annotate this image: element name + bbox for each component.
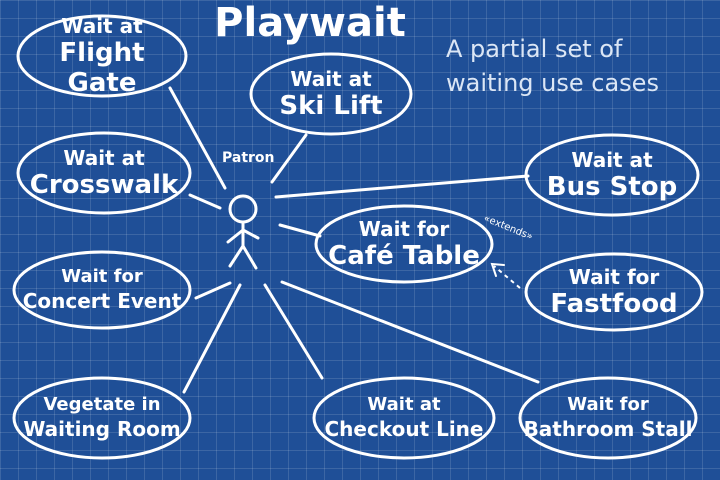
use-case-concert-event: Wait for Concert Event [16,254,188,326]
use-case-line1: Wait at [571,148,653,172]
use-case-ski-lift: Wait at Ski Lift [255,58,407,130]
assoc-concert-event [194,281,232,300]
actor-label: Patron [222,150,275,166]
use-case-line2: Bathroom Stall [523,417,693,441]
assoc-flight-gate [168,86,227,190]
diagram-title: Playwait [214,0,406,46]
use-case-line2: Checkout Line [324,417,484,441]
use-case-bathroom-stall: Wait for Bathroom Stall [522,382,694,454]
diagram-note: A partial set of waiting use cases [446,35,659,97]
use-case-line2: Waiting Room [23,417,181,441]
use-case-line1: Wait for [568,265,660,289]
use-case-line2: Bus Stop [546,172,678,202]
use-case-line2: Café Table [328,241,480,271]
use-case-checkout-line: Wait at Checkout Line [318,382,490,454]
assoc-crosswalk [188,193,222,210]
use-case-bus-stop: Wait at Bus Stop [530,139,694,211]
ellipse-bathroom-stall [518,376,698,460]
assoc-bus-stop [274,174,530,199]
use-case-line1: Wait at [290,67,372,91]
use-case-line1: Wait at [367,394,441,415]
use-case-line1: Vegetate in [43,394,161,415]
actor-arm-right [241,228,260,240]
extends-arrowhead [490,262,505,277]
use-case-line2: Crosswalk [29,170,179,200]
actor-arm-left [226,228,245,244]
ellipse-fastfood [524,252,704,332]
assoc-ski-lift [270,133,308,184]
association-lines [168,86,540,394]
use-case-line2: Concert Event [22,289,182,313]
actor-leg-left [228,244,245,268]
use-case-line1: Wait for [358,217,450,241]
use-case-line1: Wait for [567,394,649,415]
ellipse-bus-stop [524,133,700,217]
assoc-bathroom-stall [280,280,540,384]
use-case-fastfood: Wait for Fastfood [530,256,698,328]
actor-leg-right [241,244,258,270]
use-case-line2: Fastfood [550,289,678,319]
use-case-line1: Wait at [63,146,145,170]
use-case-waiting-room: Vegetate in Waiting Room [16,382,188,454]
assoc-waiting-room [182,283,242,394]
use-case-line1: Wait for [61,266,143,287]
use-case-line1: Wait at [61,14,143,38]
use-case-line2: Flight Gate [59,38,145,98]
ellipse-ski-lift [249,52,413,136]
use-case-cafe-table: Wait for Café Table [320,208,488,280]
ellipse-crosswalk [16,131,192,215]
extends-arrow [493,265,521,289]
use-case-flight-gate: Wait at Flight Gate [24,14,180,98]
assoc-checkout-line [263,283,324,380]
use-case-line2: Ski Lift [279,91,383,121]
actor-stick-figure [226,194,260,270]
assoc-cafe-table [278,223,322,238]
use-case-crosswalk: Wait at Crosswalk [22,137,186,209]
ellipse-cafe-table [314,204,494,284]
ellipse-waiting-room [12,376,192,460]
actor-head [228,194,258,224]
ellipse-checkout-line [312,376,496,460]
ellipse-flight-gate [16,14,188,98]
ellipse-concert-event [12,250,192,330]
use-case-ellipses [12,14,704,460]
